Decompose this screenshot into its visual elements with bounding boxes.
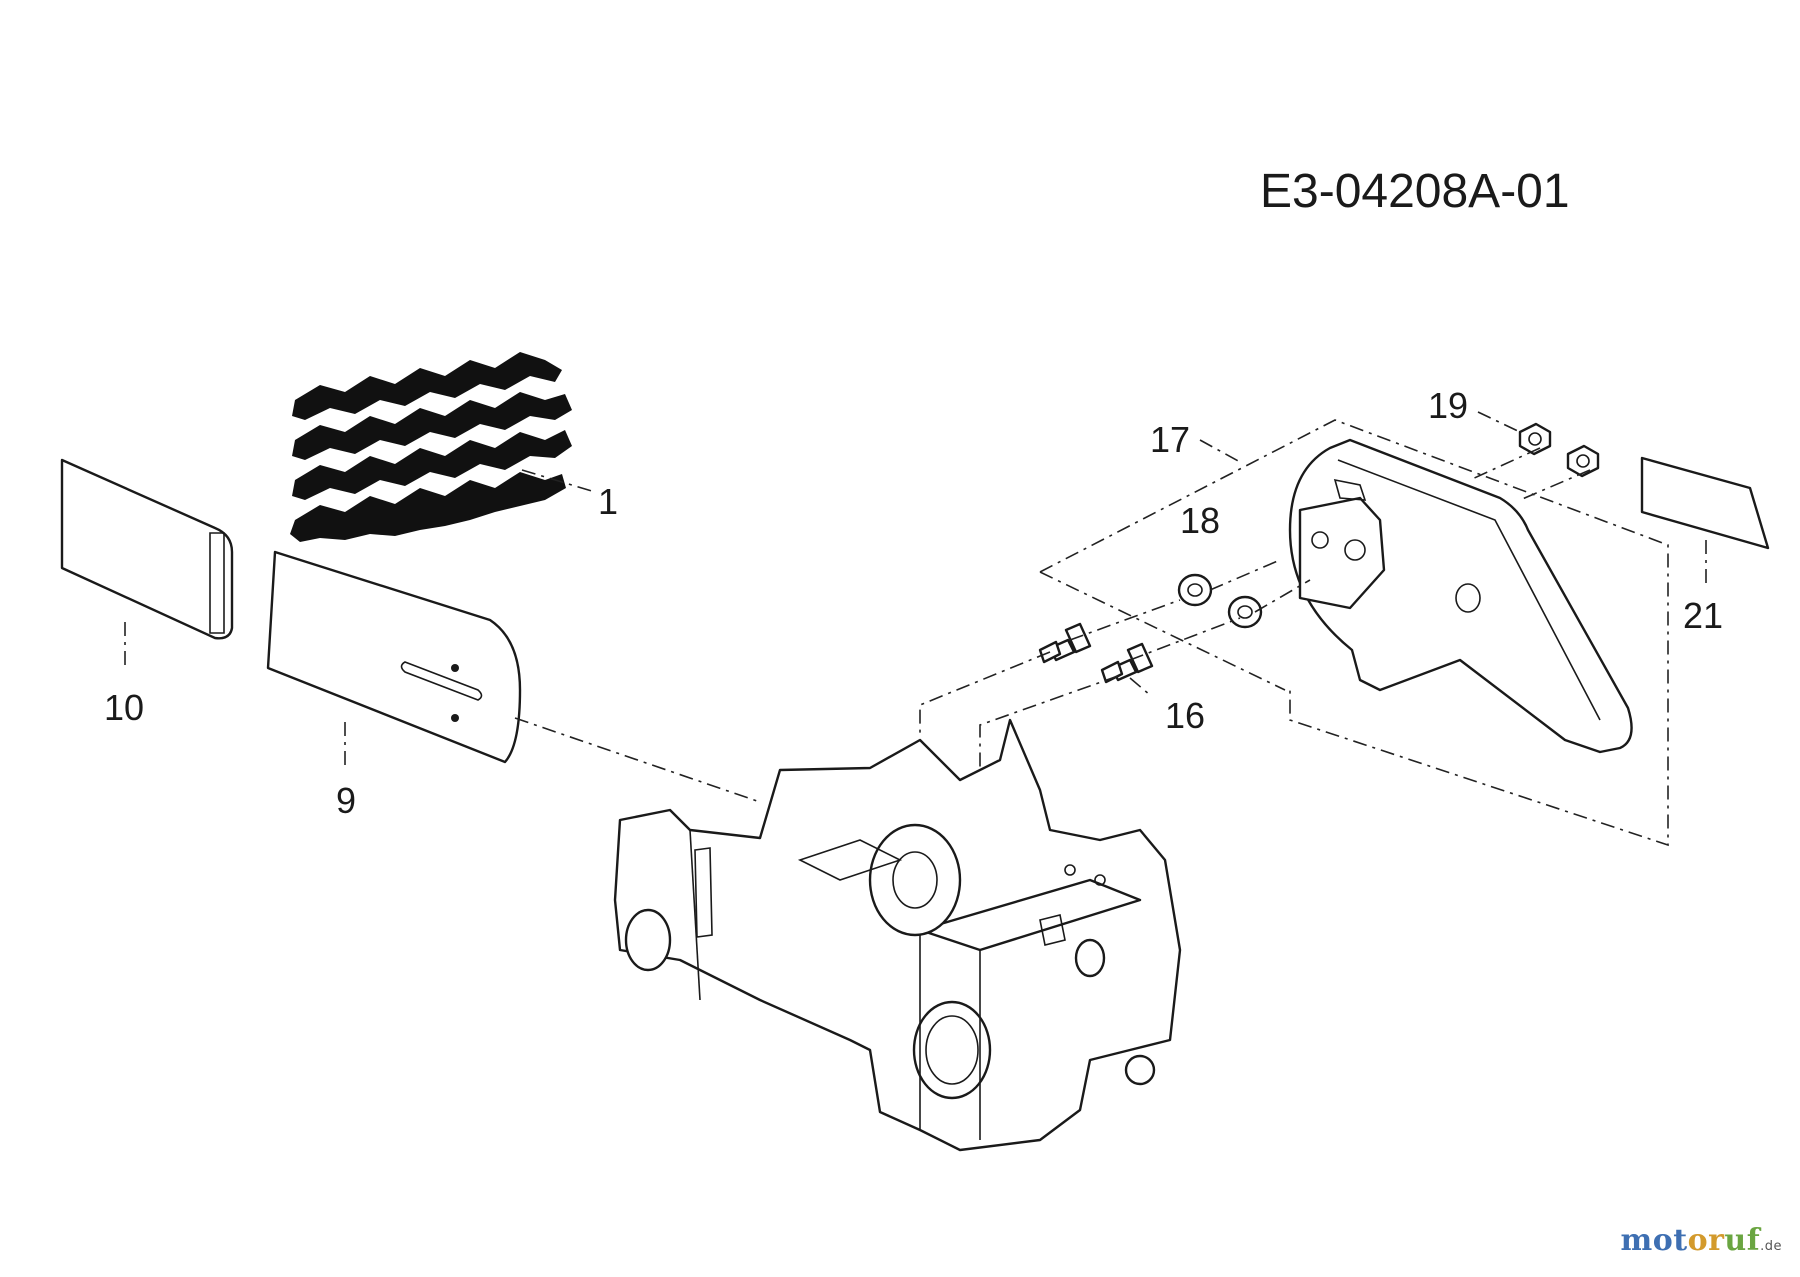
part-1-saw-chain (290, 352, 572, 542)
watermark-letter: f (1746, 1223, 1761, 1258)
leader-lines (124, 411, 1707, 847)
label-part-10: 10 (104, 687, 144, 728)
watermark-logo: motoruf.de (1620, 1223, 1782, 1258)
label-part-17: 17 (1150, 419, 1190, 460)
part-19-nuts (1518, 422, 1600, 478)
watermark-text: motoruf (1620, 1223, 1760, 1258)
part-9-guide-bar (266, 550, 522, 764)
label-part-19: 19 (1428, 385, 1468, 426)
part-16-studs (1038, 622, 1154, 684)
watermark-letter: u (1724, 1223, 1747, 1258)
crankcase-housing (613, 718, 1182, 1152)
drawing-code: E3-04208A-01 (1260, 165, 1570, 218)
part-17-sprocket-cover (1288, 438, 1633, 754)
label-part-18: 18 (1180, 500, 1220, 541)
watermark-letter: o (1687, 1223, 1709, 1258)
label-part-16: 16 (1165, 695, 1205, 736)
label-part-9: 9 (336, 780, 356, 821)
label-part-1: 1 (598, 481, 618, 522)
part-10-bar-cover (60, 458, 234, 640)
part-21-label-plate (1640, 456, 1770, 550)
watermark-tld: .de (1760, 1239, 1782, 1254)
watermark-letter: o (1652, 1223, 1674, 1258)
part-18-washers (1177, 573, 1263, 629)
label-part-21: 21 (1683, 595, 1723, 636)
watermark-letter: m (1620, 1223, 1653, 1258)
watermark-letter: t (1673, 1223, 1688, 1258)
watermark-letter: r (1708, 1223, 1725, 1258)
